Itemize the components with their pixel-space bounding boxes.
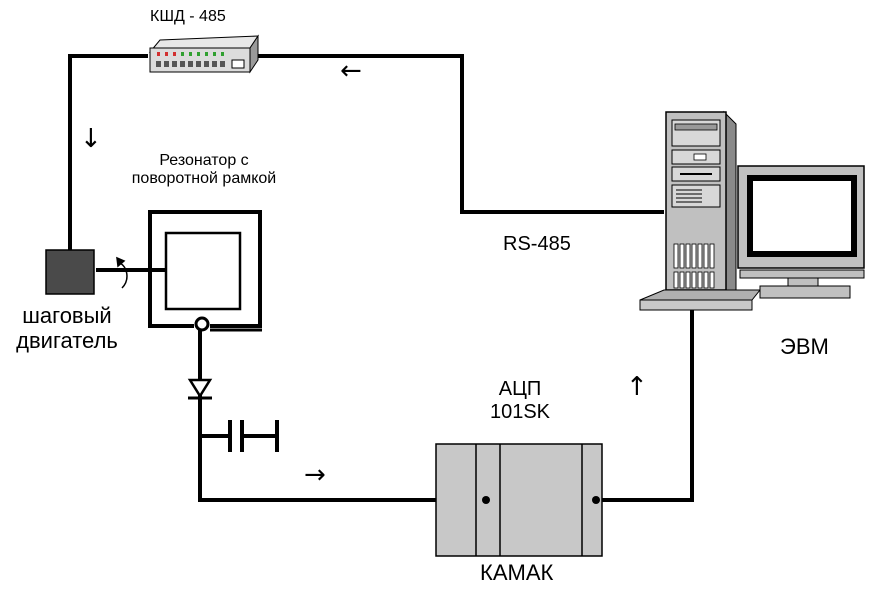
hub-ports — [156, 59, 245, 69]
resonator-rotating-frame — [164, 231, 242, 311]
camac-body — [435, 443, 603, 557]
pc-tower-base — [639, 289, 762, 301]
monitor-icon — [737, 165, 865, 299]
hub-leds — [157, 52, 224, 56]
stepper-motor-label: шаговый двигатель — [2, 303, 132, 354]
camac-crate — [435, 443, 603, 557]
wire-hub-to-pc — [258, 54, 664, 214]
flow-arrow-down-icon: ↓ — [80, 124, 102, 154]
pc-vents — [673, 243, 715, 289]
kshd-label: КШД - 485 — [150, 8, 226, 25]
stepper-motor-label-line1: шаговый — [22, 303, 112, 328]
diode-icon — [187, 378, 213, 400]
flow-arrow-left-icon: ← — [340, 56, 362, 86]
capacitor-icon — [228, 420, 279, 452]
resonator — [148, 210, 262, 332]
adc-output-connector — [592, 496, 600, 504]
stepper-motor-body — [45, 249, 95, 295]
evm-label: ЭВМ — [780, 334, 829, 359]
resonator-outer-cavity — [148, 210, 262, 328]
stepper-motor-label-line2: двигатель — [16, 328, 118, 354]
wire-adc-to-pc — [595, 310, 694, 502]
wire-hub-to-motor — [68, 54, 148, 250]
resonator-label-line1: Резонатор с — [159, 152, 249, 169]
rotation-arrow-icon — [116, 256, 128, 289]
flow-arrow-right-icon: → — [304, 460, 326, 490]
rs485-label: RS-485 — [503, 233, 571, 255]
hub-kshd-485 — [148, 34, 259, 74]
kamak-label: КАМАК — [480, 560, 554, 585]
wires — [68, 54, 694, 502]
monitor-screen — [747, 175, 857, 257]
resonator-label-line2: поворотной рамкой — [131, 170, 277, 188]
adc-label: АЦП 101SK — [470, 378, 570, 424]
resonator-coupling-loop — [194, 316, 210, 332]
flow-arrow-up-icon: ↑ — [626, 372, 648, 402]
adc-label-line1: АЦП — [498, 378, 542, 400]
resonator-label: Резонатор с поворотной рамкой — [124, 152, 284, 189]
adc-input-connector — [482, 496, 490, 504]
pc-tower-icon — [639, 110, 762, 311]
adc-label-line2: 101SK — [489, 401, 551, 423]
